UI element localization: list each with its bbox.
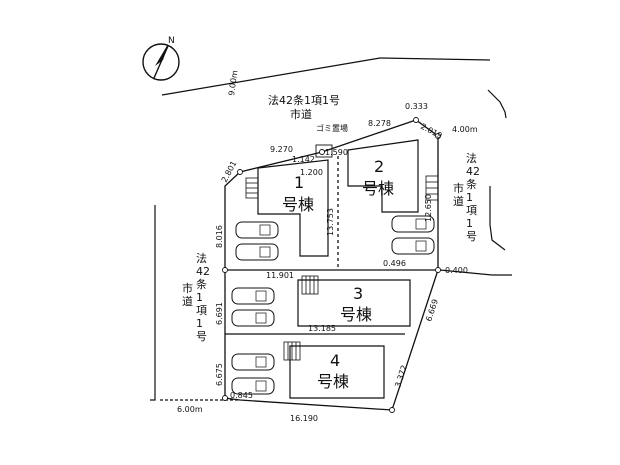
- road-north-line1: 法42条1項1号: [268, 93, 340, 107]
- car-icon: [231, 377, 275, 395]
- dim-east-3: 3.372: [393, 364, 409, 389]
- unit-4-label: 号棟: [317, 372, 349, 391]
- car-window: [415, 240, 427, 252]
- dim-west-2: 6.691: [215, 302, 224, 325]
- survey-marker-icon: [237, 169, 243, 175]
- road-label-char: 号: [196, 330, 207, 343]
- dim-east-2: 6.669: [424, 298, 440, 323]
- road-label-char: 号: [466, 230, 477, 243]
- survey-marker-icon: [435, 133, 441, 139]
- car-window: [255, 356, 267, 368]
- car-window: [259, 224, 271, 236]
- north-compass-icon: [142, 43, 180, 81]
- dim-north-1: 9.270: [270, 145, 293, 154]
- unit-2-label: 号棟: [362, 179, 394, 198]
- dim-south: 16.190: [290, 414, 318, 423]
- dim-center-1: 11.901: [266, 271, 294, 280]
- road-label-char: 条: [196, 277, 207, 291]
- road-label-char: 市: [182, 281, 193, 295]
- road-label-char: 条: [466, 177, 477, 191]
- survey-marker-icon: [222, 267, 228, 273]
- dim-unit3-width: 13.185: [308, 324, 336, 333]
- unit-4-number: 4: [330, 351, 340, 370]
- dim-garbage-c: 1.590: [325, 148, 348, 157]
- road-label-char: 法: [196, 251, 207, 265]
- survey-marker-icon: [222, 395, 228, 401]
- building-unit-2: [347, 139, 419, 213]
- road-label-char: 市: [453, 181, 464, 195]
- dim-garbage-a: 1.142: [292, 155, 315, 164]
- north-label: N: [168, 36, 175, 46]
- building-unit-3: [297, 279, 411, 327]
- car-window: [415, 218, 427, 230]
- building-unit-1: [257, 159, 329, 257]
- dim-west-1: 8.016: [215, 225, 224, 248]
- car-icon: [391, 237, 435, 255]
- car-window: [255, 290, 267, 302]
- car-window: [255, 312, 267, 324]
- road-label-char: 1: [196, 317, 203, 330]
- unit-1-number: 1: [294, 173, 304, 192]
- dim-corner-ne: 0.333: [405, 102, 428, 111]
- survey-markers: [222, 117, 441, 413]
- road-label-char: 42: [196, 265, 210, 278]
- dim-garbage-b: 1.200: [300, 168, 323, 177]
- dim-mid-1: 13.753: [326, 208, 335, 236]
- car-icon: [235, 221, 279, 239]
- survey-marker-icon: [389, 407, 395, 413]
- dim-mid-2: 12.650: [424, 194, 433, 222]
- garbage-station: [315, 144, 333, 158]
- road-west-width: 6.00m: [177, 405, 203, 414]
- road-east-width: 4.00m: [452, 125, 478, 134]
- car-icon: [231, 353, 275, 371]
- car-icon: [231, 287, 275, 305]
- car-icon: [391, 215, 435, 233]
- road-label-char: 項: [466, 204, 477, 217]
- parking-spaces: [231, 215, 435, 395]
- building-unit-4: [289, 345, 385, 399]
- road-label-char: 道: [182, 294, 193, 308]
- dim-center-2: 0.496: [383, 259, 406, 268]
- road-edges: [150, 57, 512, 401]
- lot-boundary: [224, 119, 439, 411]
- road-north-width: 9.00m: [227, 69, 240, 96]
- road-label-char: 項: [196, 304, 207, 317]
- car-icon: [231, 309, 275, 327]
- porch-stairs: [245, 175, 439, 361]
- car-window: [259, 246, 271, 258]
- car-icon: [235, 243, 279, 261]
- dim-nw-corner: 2.801: [220, 159, 239, 183]
- road-label-char: 1: [196, 291, 203, 304]
- road-label-char: 1: [466, 217, 473, 230]
- survey-marker-icon: [413, 117, 419, 123]
- unit-3-number: 3: [353, 284, 363, 303]
- road-label-char: 1: [466, 191, 473, 204]
- survey-marker-icon: [435, 267, 441, 273]
- dim-north-2: 8.278: [368, 119, 391, 128]
- dim-west-3: 6.675: [215, 363, 224, 386]
- dim-ne-edge: 2.019: [419, 122, 443, 141]
- unit-2-number: 2: [374, 157, 384, 176]
- road-label-char: 42: [466, 165, 480, 178]
- survey-marker-icon: [319, 149, 325, 155]
- road-label-char: 法: [466, 151, 477, 165]
- unit-3-label: 号棟: [340, 305, 372, 324]
- road-north-line2: 市道: [290, 107, 312, 121]
- unit-1-label: 号棟: [282, 195, 314, 214]
- dim-sw-small: 0.845: [230, 391, 253, 400]
- road-label-char: 道: [453, 194, 464, 208]
- car-window: [255, 380, 267, 392]
- dim-east-1: 0.400: [445, 266, 468, 275]
- garbage-label: ゴミ置場: [316, 123, 348, 133]
